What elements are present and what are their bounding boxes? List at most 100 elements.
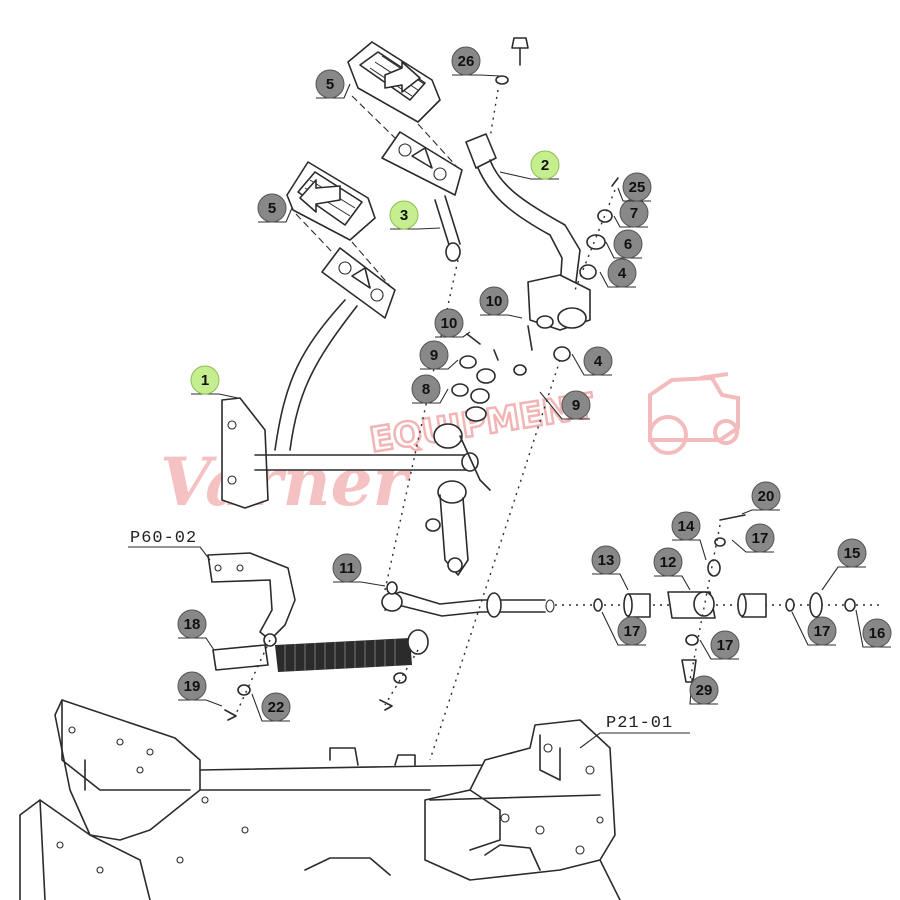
callout-16: 16	[855, 609, 892, 648]
part-3-bracket	[434, 195, 461, 262]
callout-marker	[190, 365, 220, 395]
callout-number: 3	[400, 207, 408, 224]
callout-17: 17	[601, 611, 647, 646]
callout-leader	[672, 539, 707, 561]
callout-number: 5	[268, 200, 276, 217]
callout-number: 11	[339, 560, 355, 577]
callout-number: 17	[752, 530, 769, 547]
callout-leader	[699, 639, 739, 660]
callout-number: 12	[660, 554, 677, 571]
callout-leader	[654, 575, 691, 591]
callout-leader	[480, 314, 523, 319]
callout-leader	[592, 573, 629, 591]
callout-4: 4	[571, 346, 613, 376]
callout-marker	[177, 671, 207, 701]
frame-assembly	[19, 699, 621, 900]
callout-number: 5	[326, 76, 334, 93]
callout-number: 29	[696, 682, 713, 699]
rod-11	[381, 581, 555, 618]
callout-13: 13	[591, 545, 629, 591]
callout-marker	[479, 286, 509, 316]
callout-17: 17	[699, 630, 740, 660]
callout-number: 17	[624, 623, 641, 640]
callout-11: 11	[332, 553, 386, 587]
callout-18: 18	[177, 609, 215, 651]
watermark-script: Varner	[160, 443, 412, 521]
callout-marker	[622, 172, 652, 202]
callout-marker	[257, 193, 287, 223]
pivot-hardware	[433, 325, 533, 491]
callout-marker	[613, 229, 643, 259]
callout-number: 4	[594, 353, 603, 370]
reference-p60-text: P60-02	[130, 529, 197, 548]
callout-number: 7	[630, 205, 638, 222]
callout-leader	[452, 74, 501, 77]
callout-number: 10	[486, 293, 503, 310]
callout-14: 14	[671, 511, 707, 561]
callout-marker	[862, 618, 892, 648]
callout-leader	[855, 609, 891, 648]
callout-leader	[333, 581, 386, 587]
callout-number: 15	[844, 545, 861, 562]
callout-leader	[420, 359, 459, 370]
callout-marker	[751, 481, 781, 511]
callout-leader	[390, 227, 441, 230]
callout-leader	[435, 331, 471, 338]
callout-leader	[605, 241, 642, 259]
callout-26: 26	[451, 46, 501, 77]
callout-29: 29	[689, 675, 719, 705]
callout-leader	[178, 699, 223, 707]
callout-marker	[745, 523, 775, 553]
pedal-pad-upper	[347, 41, 441, 123]
callout-leader	[251, 693, 290, 722]
callout-marker	[411, 374, 441, 404]
coil-spring	[275, 638, 412, 672]
callout-number: 26	[458, 53, 475, 70]
callout-number: 4	[618, 265, 627, 282]
callout-leader	[791, 611, 836, 646]
callout-leader	[539, 391, 590, 420]
callout-10: 10	[479, 286, 523, 319]
callout-leader	[601, 611, 646, 646]
callout-9: 9	[539, 390, 591, 420]
callout-2: 2	[499, 150, 560, 180]
callout-marker	[617, 616, 647, 646]
callout-marker	[177, 609, 207, 639]
pedal-pad-lower	[286, 161, 376, 241]
callout-number: 18	[184, 616, 201, 633]
callout-marker	[561, 390, 591, 420]
bolt-26	[489, 37, 529, 139]
callout-leader	[499, 171, 559, 180]
washer-stack-right	[553, 177, 619, 362]
callout-17: 17	[791, 611, 837, 646]
callout-number: 25	[629, 179, 646, 196]
callout-number: 2	[541, 157, 549, 174]
callout-number: 20	[758, 488, 775, 505]
callout-marker	[689, 675, 719, 705]
pedal-plate-lower	[321, 247, 396, 319]
callout-number: 8	[422, 381, 430, 398]
callout-number: 6	[624, 236, 632, 253]
callout-marker	[434, 308, 464, 338]
reference-p21: P21-01	[579, 714, 690, 749]
callout-leader	[613, 215, 648, 228]
callout-20: 20	[741, 481, 781, 515]
callout-leader	[191, 393, 239, 399]
callout-marker	[332, 553, 362, 583]
callout-leader	[821, 566, 866, 591]
callout-marker	[389, 200, 419, 230]
callout-marker	[837, 538, 867, 568]
callout-19: 19	[177, 671, 223, 707]
callout-1: 1	[190, 365, 239, 399]
callout-marker	[653, 547, 683, 577]
callout-marker	[807, 616, 837, 646]
callout-leader	[617, 187, 651, 202]
callout-25: 25	[617, 172, 652, 202]
callout-leader	[741, 509, 780, 515]
callout-marker	[315, 69, 345, 99]
callout-marker	[419, 340, 449, 370]
callout-7: 7	[613, 198, 649, 228]
callout-marker	[583, 346, 613, 376]
